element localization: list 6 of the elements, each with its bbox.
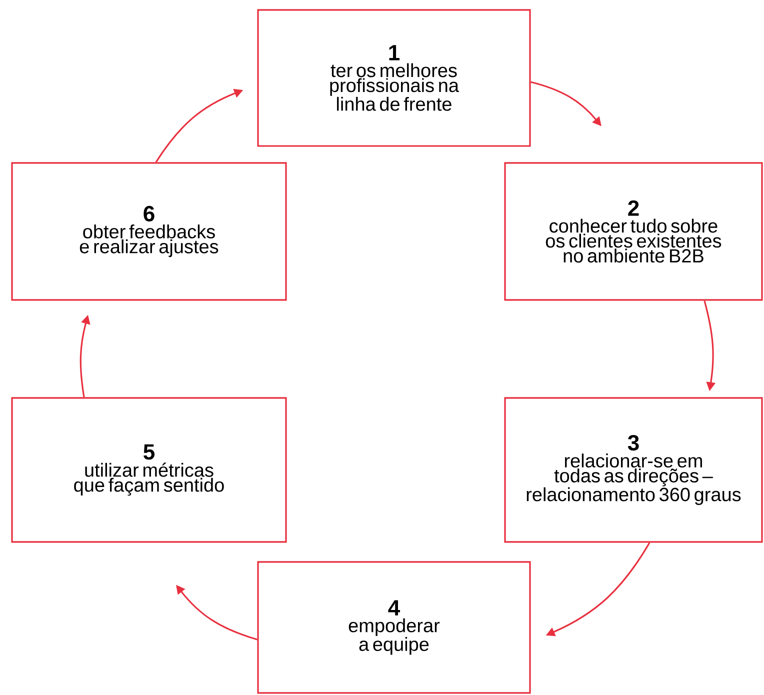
process-box: 6 obter feedbacks e realizar ajustes — [11, 162, 287, 301]
process-box: 5 utilizar métricas que façam sentido — [11, 397, 287, 543]
process-box: 4 empoderar a equipe — [257, 561, 531, 694]
process-box: 1 ter os melhores profissionais na linha de frente — [257, 9, 531, 147]
process-box: 3 relacionar-se em todas as direções – relacionamento 360 graus — [504, 397, 763, 543]
process-box: 2 conhecer tudo sobre os clientes existentes no ambiente B2B — [504, 162, 763, 301]
